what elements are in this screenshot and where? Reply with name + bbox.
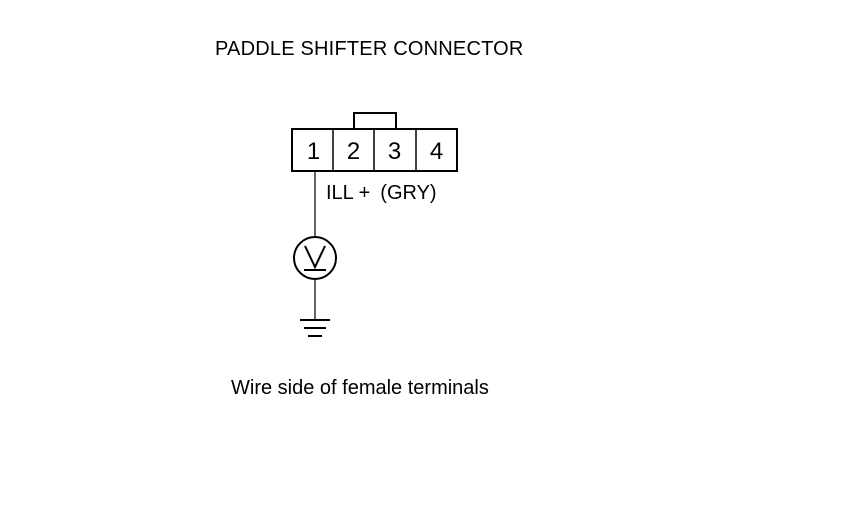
- pin-2-label: 2: [346, 138, 361, 165]
- diagram-title: PADDLE SHIFTER CONNECTOR: [215, 38, 524, 60]
- voltmeter-v-glyph: [304, 245, 326, 270]
- pin-4-label: 4: [429, 138, 444, 165]
- pin-1-label: 1: [306, 138, 321, 165]
- diagram-caption: Wire side of female terminals: [231, 377, 489, 399]
- wire-signal-name: ILL +: [326, 182, 371, 204]
- pin-3-label: 3: [387, 138, 402, 165]
- voltmeter-icon: [293, 236, 337, 280]
- wire-label: ILL + (GRY): [326, 182, 437, 205]
- ground-icon: [300, 319, 330, 337]
- connector-lock-tab: [353, 112, 397, 129]
- wire-color-code: (GRY): [380, 182, 437, 204]
